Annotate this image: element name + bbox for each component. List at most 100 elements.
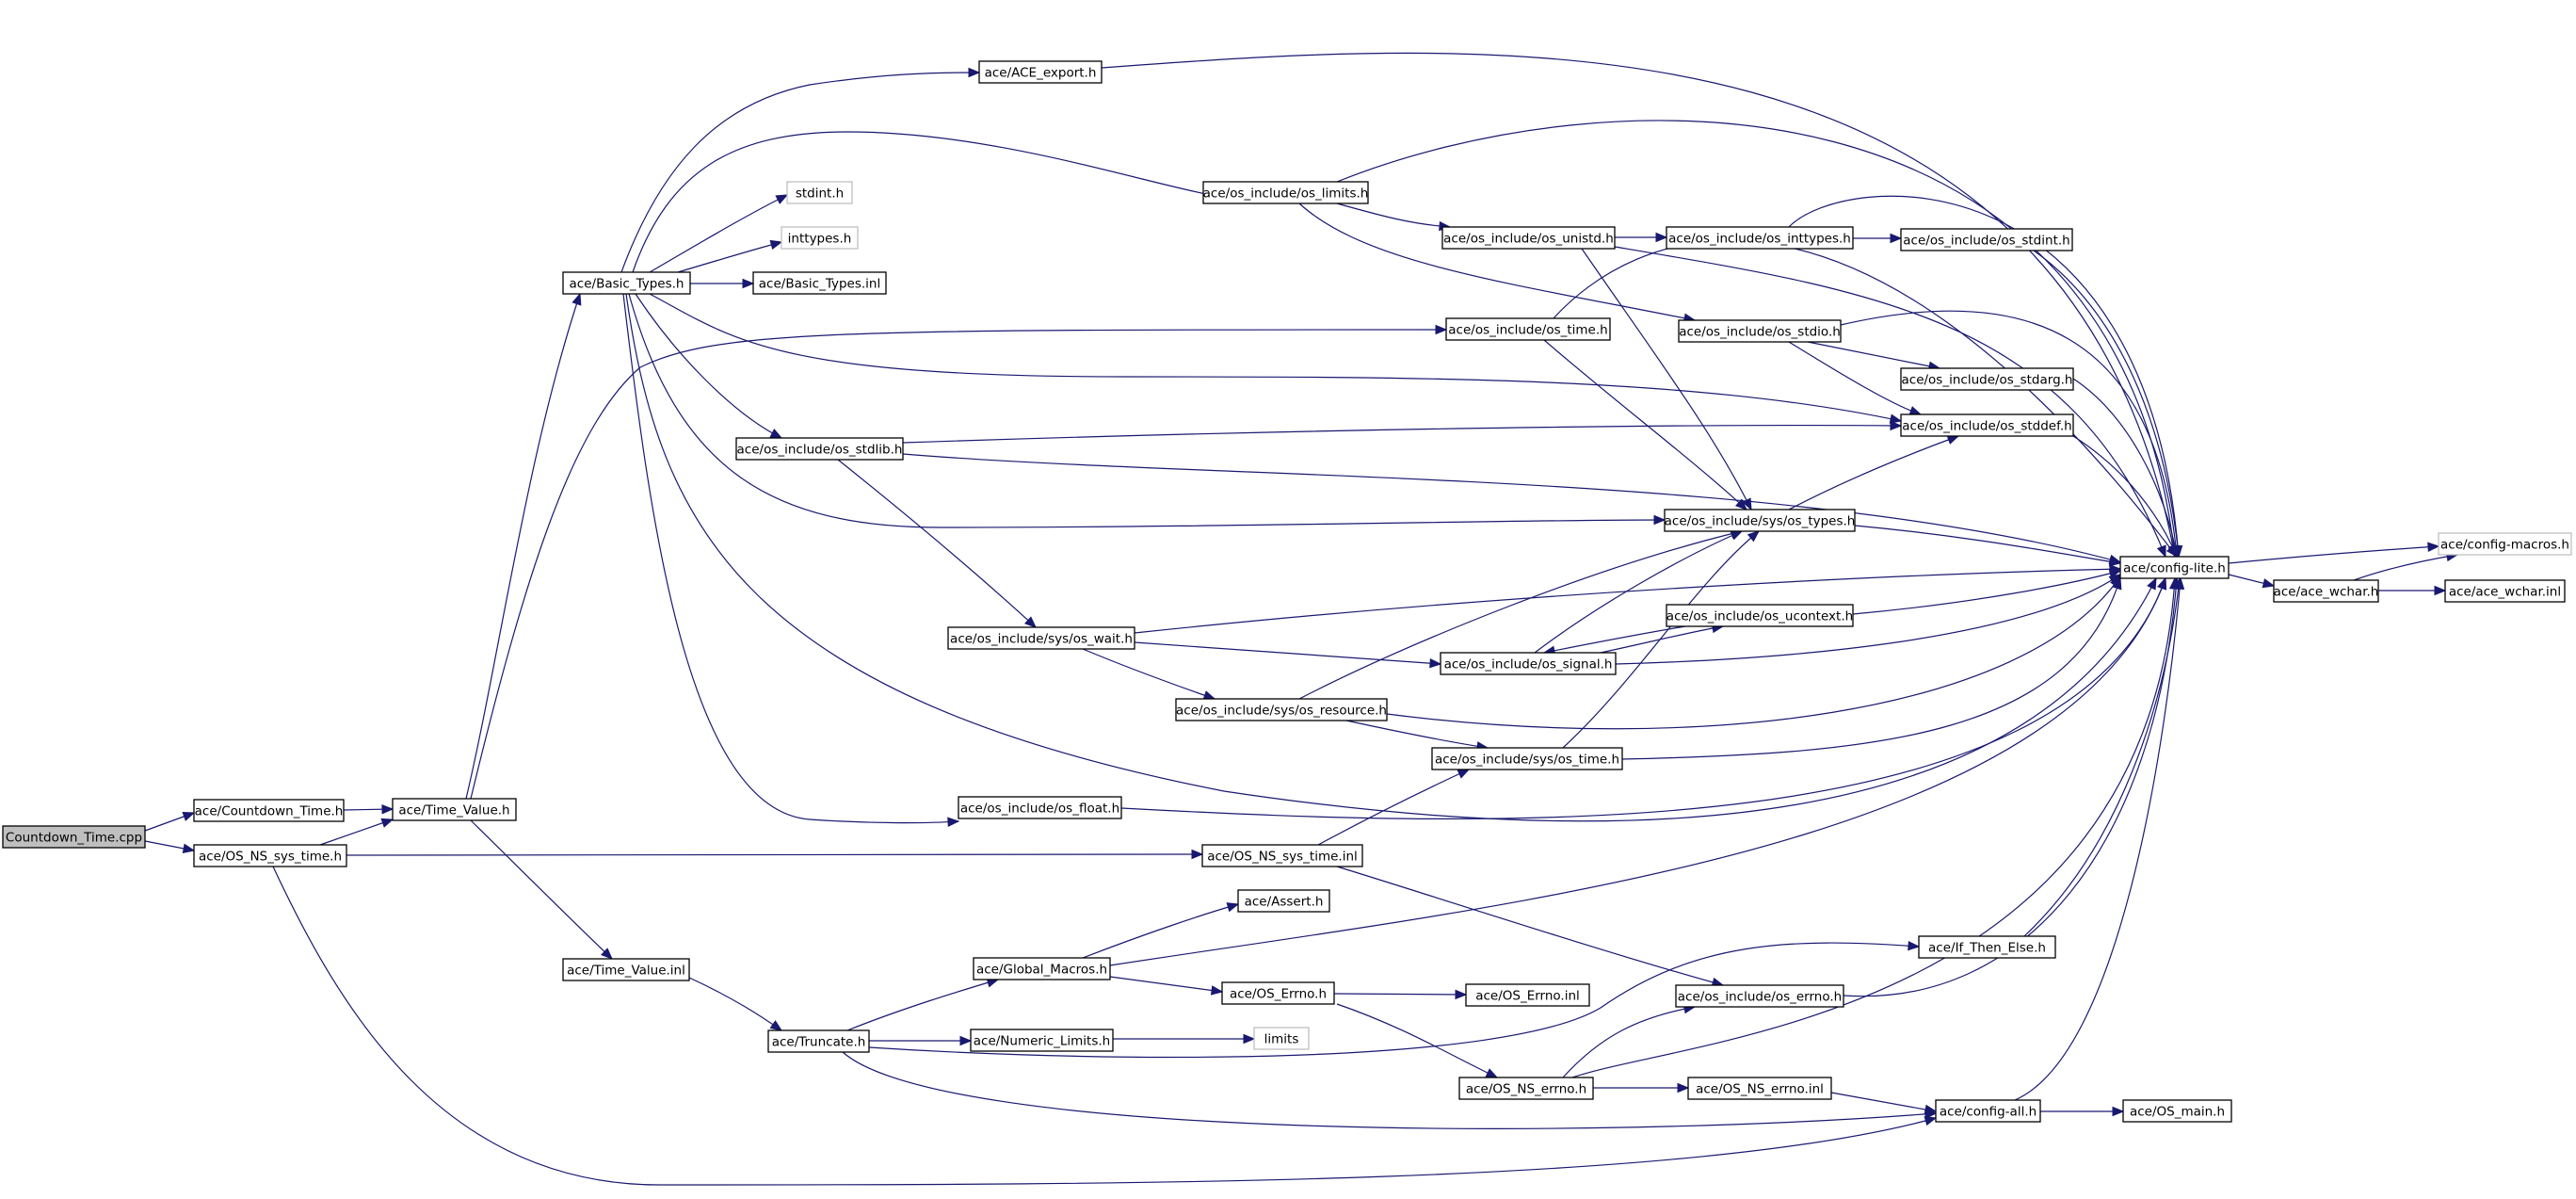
node-basic-types-h[interactable]: ace/Basic_Types.h: [562, 271, 691, 295]
edge-os_ns_errno_h-to-os_ns_errno_inl: [1593, 1082, 1690, 1094]
node-label: ace/Truncate.h: [772, 1035, 866, 1050]
edge-time_value_h-to-time_value_inl: [470, 819, 613, 960]
edge-global_macros_h-to-os_errno_ace_h: [1109, 976, 1224, 996]
edge-os_unistd_h-to-os_types_h: [1581, 248, 1752, 511]
node-if-then-else-h[interactable]: ace/If_Then_Else.h: [1918, 935, 2056, 959]
edge-time_value_h-to-basic_types_h: [465, 292, 582, 800]
node-limits[interactable]: limits: [1253, 1027, 1310, 1050]
arrowhead: [1908, 940, 1921, 951]
node-config-lite-h[interactable]: ace/config-lite.h: [2119, 556, 2230, 579]
node-os-ns-errno-h[interactable]: ace/OS_NS_errno.h: [1458, 1077, 1594, 1100]
edge-os_errno_ace_h-to-os_errno_inl: [1333, 989, 1468, 1000]
node-os-errno-inl[interactable]: ace/OS_Errno.inl: [1465, 983, 1590, 1007]
node-numeric-limits-h[interactable]: ace/Numeric_Limits.h: [970, 1029, 1114, 1052]
node-config-all-h[interactable]: ace/config-all.h: [1935, 1099, 2041, 1123]
node-stdint-h[interactable]: stdint.h: [786, 181, 853, 204]
edge-os_time_h-to-config_lite_h: [1553, 240, 2178, 559]
node-inttypes-h[interactable]: inttypes.h: [781, 226, 859, 250]
node-os-float-h[interactable]: ace/os_include/os_float.h: [958, 796, 1122, 819]
node-label: ace/OS_NS_sys_time.h: [199, 850, 342, 865]
arrowhead: [1734, 498, 1747, 510]
node-os-ns-sys-time-h[interactable]: ace/OS_NS_sys_time.h: [193, 844, 347, 867]
node-ace-export-h[interactable]: ace/ACE_export.h: [978, 60, 1103, 84]
node-os-wait-h[interactable]: ace/os_include/sys/os_wait.h: [947, 626, 1135, 650]
node-label: ace/os_include/os_stdint.h: [1903, 234, 2069, 249]
node-os-ucontext-h[interactable]: ace/os_include/os_ucontext.h: [1666, 604, 1854, 627]
node-os-ns-errno-inl[interactable]: ace/OS_NS_errno.inl: [1687, 1077, 1832, 1100]
arrowhead: [1457, 769, 1471, 779]
node-box: [958, 796, 1122, 819]
edge-truncate_h-to-numeric_limits_h: [869, 1035, 973, 1046]
node-box: [1900, 228, 2073, 251]
node-os-errno-ace-h[interactable]: ace/OS_Errno.h: [1221, 981, 1335, 1005]
node-label: ace/os_include/sys/os_types.h: [1665, 514, 1856, 529]
edge-os_unistd_h-to-os_inttypes_h: [1615, 232, 1668, 243]
node-os-main-h[interactable]: ace/OS_main.h: [2122, 1099, 2232, 1123]
node-time-value-inl[interactable]: ace/Time_Value.inl: [562, 958, 690, 981]
arrowhead: [2434, 585, 2447, 596]
node-os-time-h[interactable]: ace/os_include/os_time.h: [1445, 317, 1611, 341]
edge-basic_types_h-to-os_stddef_h: [649, 293, 1903, 424]
node-truncate-h[interactable]: ace/Truncate.h: [767, 1029, 870, 1053]
edge-os_stdint_h-to-config_lite_h: [2033, 250, 2183, 559]
node-label: ace/ACE_export.h: [985, 66, 1097, 81]
node-box: [735, 437, 904, 461]
arrowhead: [1889, 413, 1903, 424]
node-os-unistd-h[interactable]: ace/os_include/os_unistd.h: [1441, 226, 1616, 250]
node-label: ace/Time_Value.h: [398, 803, 509, 818]
node-label: ace/os_include/os_time.h: [1448, 323, 1607, 338]
node-os-errno-h[interactable]: ace/os_include/os_errno.h: [1675, 984, 1844, 1008]
edge-os_stdlib_h-to-config_lite_h: [902, 453, 2122, 565]
node-global-macros-h[interactable]: ace/Global_Macros.h: [973, 957, 1111, 980]
node-countdown-cpp[interactable]: Countdown_Time.cpp: [2, 825, 146, 849]
node-box: [1465, 983, 1590, 1007]
node-label: ace/OS_main.h: [2130, 1105, 2225, 1120]
node-config-macros-h[interactable]: ace/config-macros.h: [2438, 532, 2572, 556]
node-ace-wchar-h[interactable]: ace/ace_wchar.h: [2273, 579, 2379, 603]
node-label: ace/config-macros.h: [2440, 538, 2569, 553]
node-os-inttypes-h[interactable]: ace/os_include/os_inttypes.h: [1666, 226, 1854, 250]
arrowhead: [1226, 902, 1240, 913]
node-label: ace/os_include/os_stddef.h: [1902, 419, 2071, 434]
edge-os_limits_h-to-os_unistd_h: [1336, 203, 1452, 232]
edge-basic_types_h-to-os_types_h: [628, 293, 1666, 528]
node-os-stddef-h[interactable]: ace/os_include/os_stddef.h: [1900, 413, 2074, 437]
edge-config_lite_h-to-ace_wchar_h: [2228, 574, 2276, 589]
node-ace-wchar-inl[interactable]: ace/ace_wchar.inl: [2444, 579, 2566, 603]
edge-ace_export_h-to-config_lite_h: [1101, 52, 2179, 559]
node-os-signal-h[interactable]: ace/os_include/os_signal.h: [1440, 652, 1617, 675]
node-box: [1221, 981, 1335, 1005]
edge-os_ns_errno_h-to-config_lite_h: [1571, 576, 2180, 1078]
node-time-value-h[interactable]: ace/Time_Value.h: [392, 798, 517, 821]
node-box: [2, 825, 146, 849]
node-os-stdarg-h[interactable]: ace/os_include/os_stdarg.h: [1900, 367, 2074, 391]
arrowhead: [2108, 557, 2122, 567]
node-assert-h[interactable]: ace/Assert.h: [1237, 889, 1330, 913]
edge-basic_types_h-to-ace_export_h: [620, 67, 981, 273]
node-box: [1237, 889, 1330, 913]
node-sys-os-time-h[interactable]: ace/os_include/sys/os_time.h: [1431, 747, 1623, 770]
node-label: ace/os_include/os_unistd.h: [1443, 232, 1614, 247]
node-countdown-h[interactable]: ace/Countdown_Time.h: [193, 799, 345, 822]
edge-os_stdlib_h-to-os_stddef_h: [902, 420, 1903, 444]
node-label: ace/Time_Value.inl: [567, 964, 685, 979]
edge-os_stdio_h-to-os_stdarg_h: [1807, 341, 1941, 371]
edge-basic_types_h-to-config_lite_h: [625, 293, 2157, 822]
node-os-resource-h[interactable]: ace/os_include/sys/os_resource.h: [1175, 698, 1388, 721]
node-box: [1441, 226, 1616, 250]
edge-os_ns_sys_time_inl-to-sys_os_time_h: [1317, 769, 1471, 846]
node-os-types-h[interactable]: ace/os_include/sys/os_types.h: [1664, 509, 1856, 532]
arrowhead: [380, 818, 394, 828]
edges-layer: [144, 52, 2459, 1186]
node-os-stdlib-h[interactable]: ace/os_include/os_stdlib.h: [735, 437, 904, 461]
node-os-ns-sys-time-inl[interactable]: ace/OS_NS_sys_time.inl: [1201, 844, 1363, 867]
node-os-stdio-h[interactable]: ace/os_include/os_stdio.h: [1678, 319, 1842, 343]
node-box: [193, 844, 347, 867]
node-os-stdint-h[interactable]: ace/os_include/os_stdint.h: [1900, 228, 2073, 251]
arrowhead: [2167, 544, 2178, 559]
edge-sys_os_time_h-to-config_lite_h: [1621, 576, 2122, 760]
edge-countdown_h-to-time_value_h: [343, 803, 394, 815]
node-basic-types-inl[interactable]: ace/Basic_Types.inl: [752, 271, 887, 295]
node-os-limits-h[interactable]: ace/os_include/os_limits.h: [1202, 181, 1369, 204]
node-box: [947, 626, 1135, 650]
